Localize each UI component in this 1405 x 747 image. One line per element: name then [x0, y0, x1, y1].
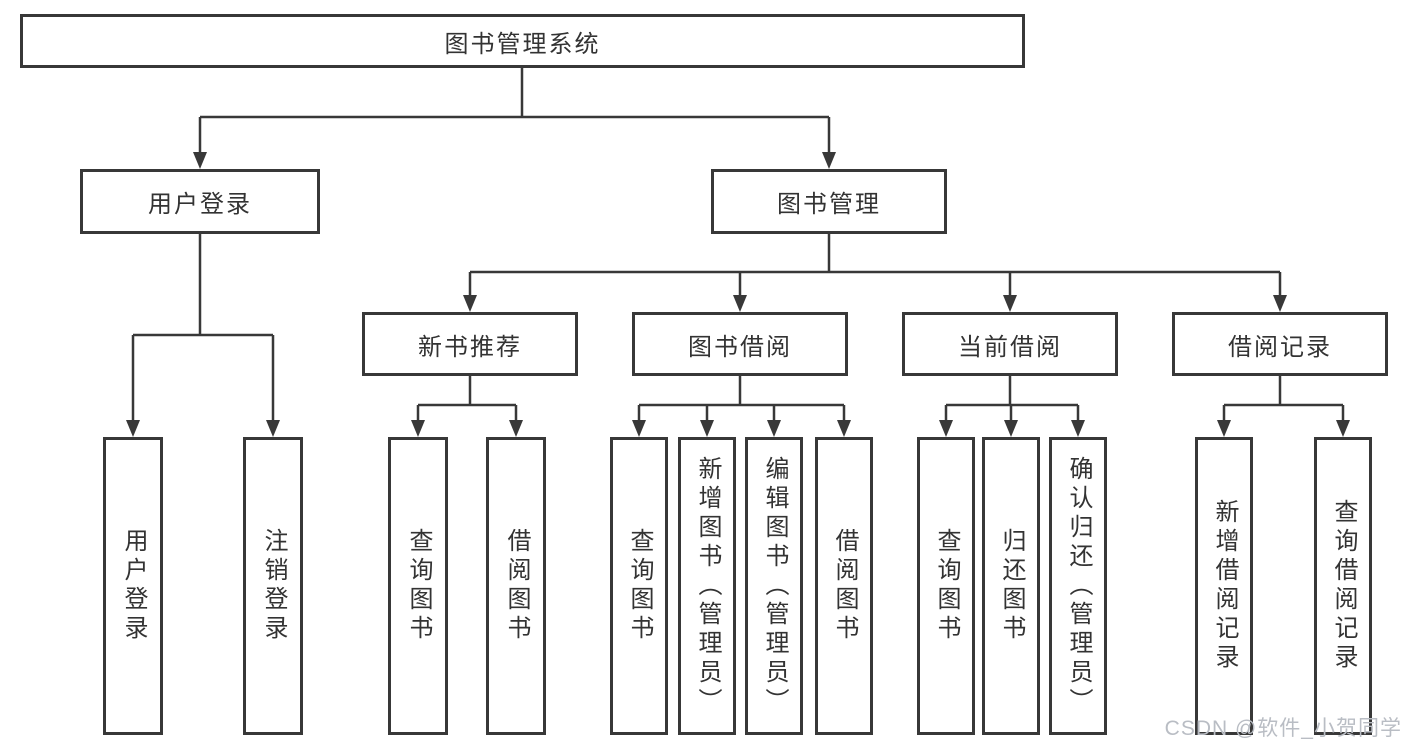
node-query-books-current: 查询图书 — [917, 437, 975, 735]
node-book-borrowing: 图书借阅 — [632, 312, 848, 376]
node-borrow-books-recommend: 借阅图书 — [486, 437, 546, 735]
node-return-books: 归还图书 — [982, 437, 1040, 735]
node-logout: 注销登录 — [243, 437, 303, 735]
node-book-management: 图书管理 — [711, 169, 947, 234]
node-borrowing-records: 借阅记录 — [1172, 312, 1388, 376]
node-query-books-recommend: 查询图书 — [388, 437, 448, 735]
node-add-book-admin: 新增图书（管理员） — [678, 437, 736, 735]
csdn-watermark: CSDN @软件_小贺同学 — [1164, 717, 1402, 740]
node-query-borrow-record: 查询借阅记录 — [1314, 437, 1372, 735]
node-library-management-system: 图书管理系统 — [20, 14, 1025, 68]
node-current-borrowing: 当前借阅 — [902, 312, 1118, 376]
node-edit-book-admin: 编辑图书（管理员） — [745, 437, 803, 735]
node-new-book-recommendation: 新书推荐 — [362, 312, 578, 376]
tree-connectors — [126, 68, 1350, 437]
node-query-books-borrowing: 查询图书 — [610, 437, 668, 735]
node-confirm-return-admin: 确认归还（管理员） — [1049, 437, 1107, 735]
node-user-login: 用户登录 — [80, 169, 320, 234]
node-borrow-books-leaf: 借阅图书 — [815, 437, 873, 735]
node-add-borrow-record: 新增借阅记录 — [1195, 437, 1253, 735]
node-user-login-leaf: 用户登录 — [103, 437, 163, 735]
